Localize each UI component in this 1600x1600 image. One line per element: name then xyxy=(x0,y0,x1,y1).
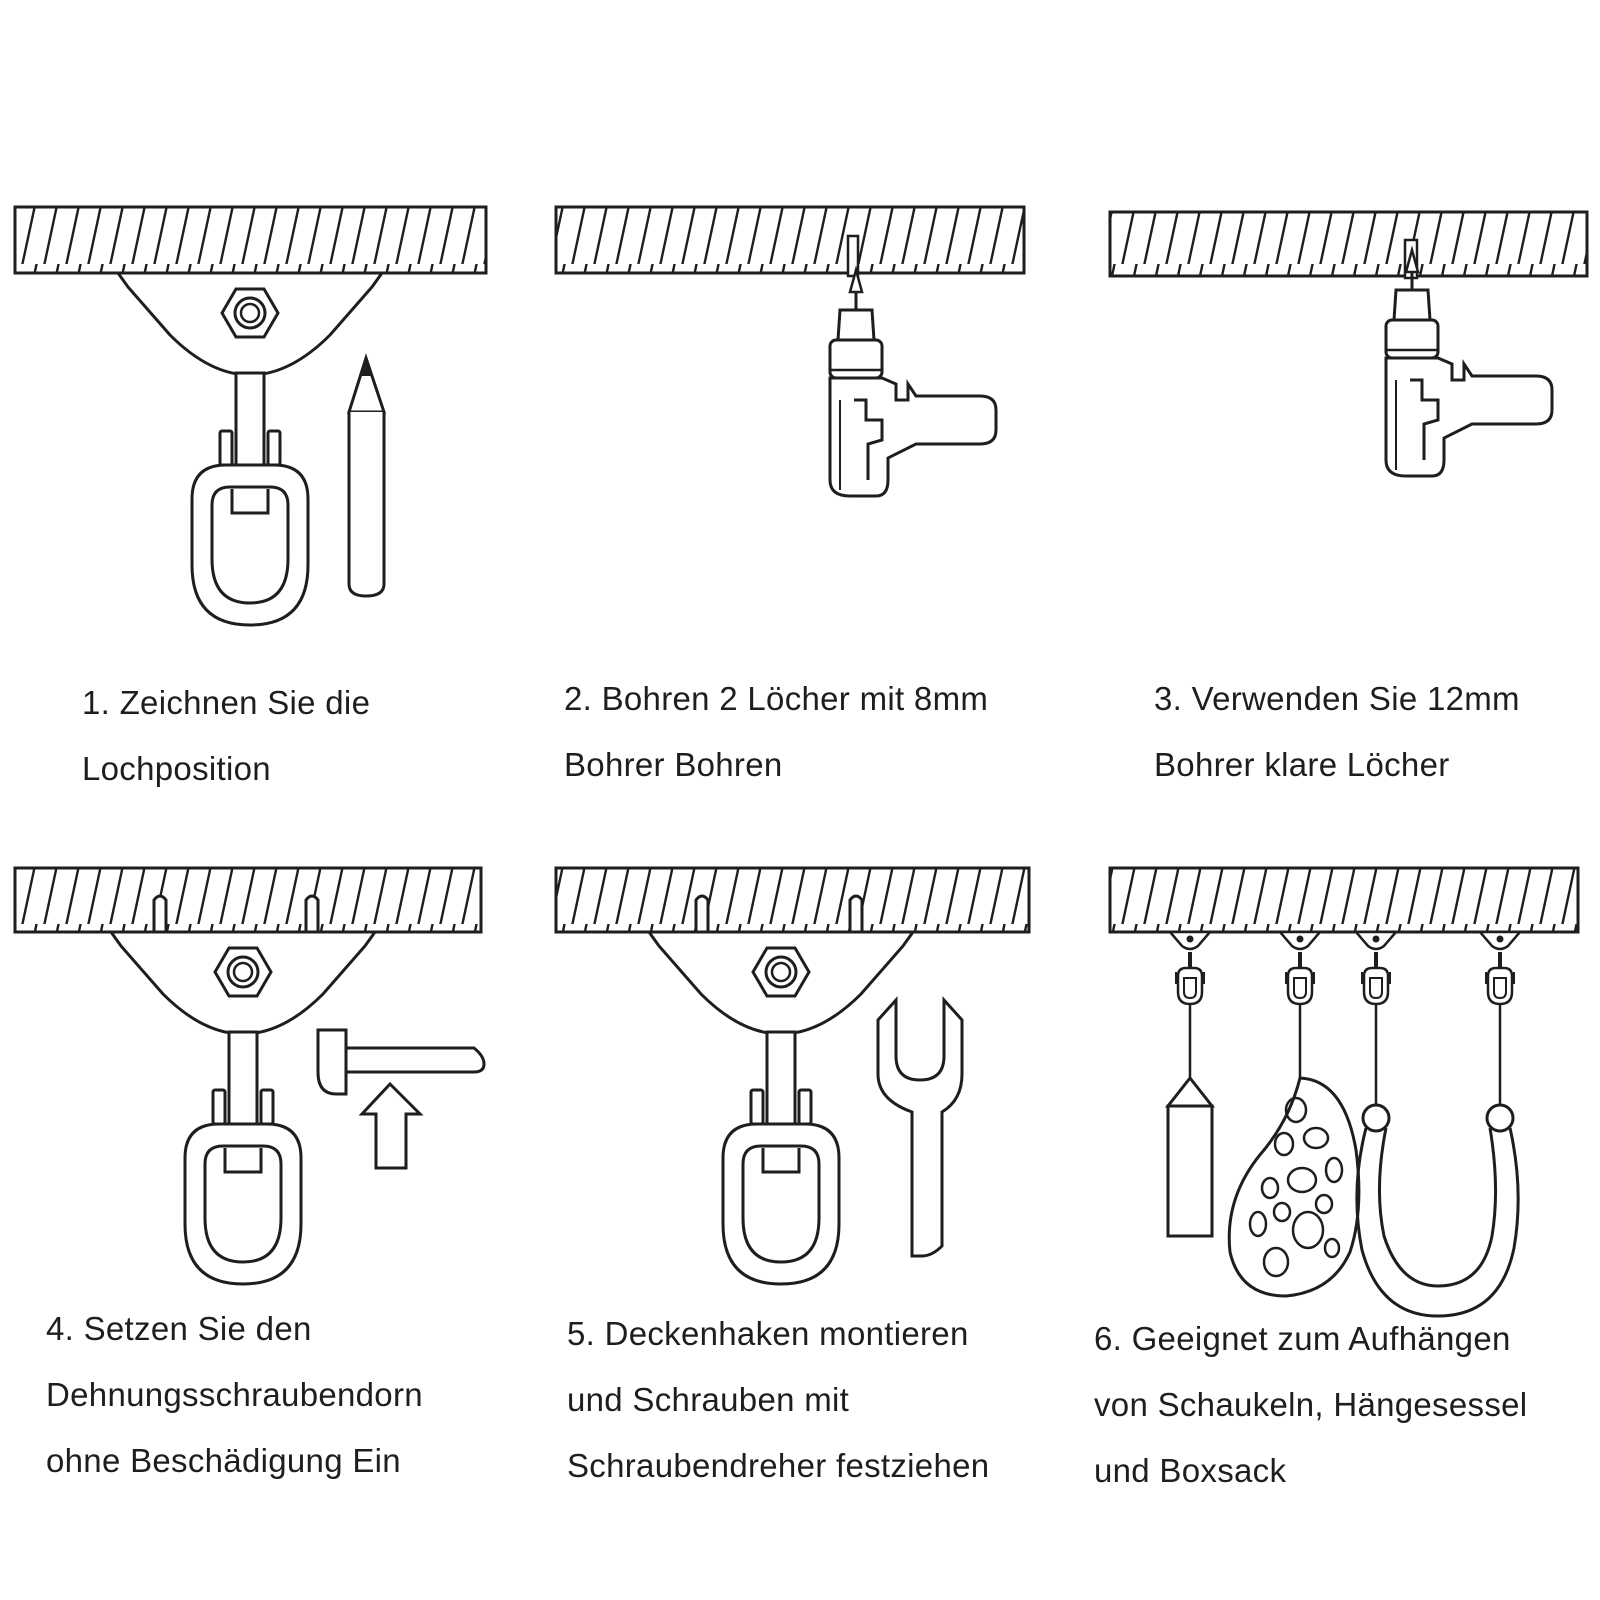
step-text-line: Dehnungsschraubendorn xyxy=(46,1376,423,1413)
ceiling-hatch-icon xyxy=(13,866,483,934)
mini-swivel-icon xyxy=(1478,930,1522,1006)
step-text-line: Schraubendreher festziehen xyxy=(567,1447,990,1484)
step-number: 4. xyxy=(46,1310,75,1347)
step-text-line: Bohrer klare Löcher xyxy=(1154,746,1450,783)
ceiling-hatch-icon xyxy=(554,866,1031,934)
ceiling-hatch-icon xyxy=(1108,866,1580,934)
drill-icon xyxy=(828,268,998,498)
step-text-line: Lochposition xyxy=(82,750,271,787)
mini-swivel-icon xyxy=(1168,930,1212,1006)
wrench-icon xyxy=(876,996,964,1258)
step-text-line: Setzen Sie den xyxy=(83,1310,312,1347)
step-text-line: Bohrer Bohren xyxy=(564,746,783,783)
step-text-line: Bohren 2 Löcher mit 8mm xyxy=(601,680,989,717)
step-number: 2. xyxy=(564,680,593,717)
step-text-line: Verwenden Sie 12mm xyxy=(1191,680,1520,717)
step-number: 6. xyxy=(1094,1320,1123,1357)
step-number: 1. xyxy=(82,684,111,721)
anchor-icon xyxy=(694,894,710,932)
step-text-line: Zeichnen Sie die xyxy=(119,684,371,721)
punching-bag-icon xyxy=(1164,1004,1216,1238)
hanging-chair-icon xyxy=(1227,1004,1361,1298)
step-text-line: von Schaukeln, Hängesessel xyxy=(1094,1386,1528,1423)
mini-swivel-icon xyxy=(1354,930,1398,1006)
mini-swivel-icon xyxy=(1278,930,1322,1006)
anchor-icon xyxy=(848,894,864,932)
swing-icon xyxy=(1355,1004,1520,1318)
drill-icon xyxy=(1384,248,1554,478)
step-text-line: Deckenhaken montieren xyxy=(604,1315,969,1352)
step-text-line: Geeignet zum Aufhängen xyxy=(1131,1320,1511,1357)
anchor-icon xyxy=(304,894,320,932)
step-text-line: ohne Beschädigung Ein xyxy=(46,1442,401,1479)
pencil-icon xyxy=(346,353,387,598)
step-number: 3. xyxy=(1154,680,1183,717)
swivel-hook-icon xyxy=(647,930,915,1286)
ceiling-hatch-icon xyxy=(554,205,1026,275)
arrow-up-icon xyxy=(358,1081,424,1170)
hammer-icon xyxy=(316,1028,486,1096)
step-text-line: und Boxsack xyxy=(1094,1452,1287,1489)
step-text-line: und Schrauben mit xyxy=(567,1381,850,1418)
step-number: 5. xyxy=(567,1315,596,1352)
ceiling-hatch-icon xyxy=(13,205,488,275)
anchor-icon xyxy=(152,894,168,932)
swivel-hook-icon xyxy=(116,271,384,627)
swivel-hook-icon xyxy=(109,930,377,1286)
ceiling-hatch-icon xyxy=(1108,210,1589,278)
drill-hole-icon xyxy=(846,234,860,278)
